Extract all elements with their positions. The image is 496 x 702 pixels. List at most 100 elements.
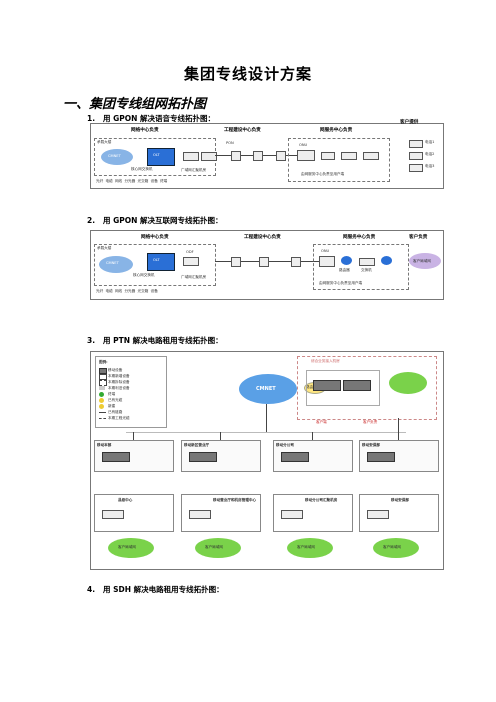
legend-splitter: 分光器	[124, 289, 136, 293]
top-device-2	[343, 380, 371, 391]
legend-swatch	[99, 418, 106, 419]
legend-swatch	[99, 374, 107, 380]
switch-device	[359, 258, 375, 266]
top-inner-box	[306, 370, 380, 406]
top-access-label: 综合业务接入机房	[311, 359, 340, 363]
site-device	[367, 452, 395, 462]
fiber-line	[215, 155, 315, 156]
top-access-box	[297, 356, 437, 420]
site-terminal	[102, 510, 124, 519]
header-customer: 客户负责	[409, 235, 428, 240]
router-icon	[341, 256, 352, 265]
legend-item: 本期新增设备	[108, 374, 130, 378]
site-column: 移动本部 县级中心 客户局域网	[94, 440, 174, 560]
service-box	[288, 138, 390, 182]
legend-swatch	[99, 368, 107, 374]
legend-crossbox: 光交箱	[137, 179, 149, 183]
router-label: 路由器	[339, 268, 350, 272]
top-customer-cloud	[389, 372, 427, 394]
core-building-label: 承载大楼	[97, 140, 112, 144]
gpon-internet-diagram: 网络中心负责 工程建设中心负责 网服务中心负责 客户负责 承载大楼 CMNET …	[90, 230, 444, 300]
legend-swatch	[99, 398, 104, 403]
legend-cable: 电缆	[105, 289, 113, 293]
service-note: 由网服务中心负责至用户端	[301, 172, 345, 176]
switch-label: 交换机	[361, 268, 372, 272]
site-cloud	[108, 538, 154, 558]
device-c	[363, 152, 379, 160]
site-name: 移动分公司	[276, 443, 294, 447]
site-cloud	[195, 538, 241, 558]
site-cloud-label: 客户局域网	[205, 545, 223, 549]
ont-device	[297, 150, 315, 161]
pon-label: PON	[226, 141, 234, 145]
legend-swatch	[99, 392, 104, 397]
legend-cable: 电缆	[105, 179, 113, 183]
core-building-label: 承载大楼	[97, 246, 112, 250]
page-title: 集团专线设计方案	[183, 65, 312, 83]
odf-box-1	[183, 152, 199, 161]
legend-network: 网线	[114, 179, 123, 183]
top-label-client: 客户端	[316, 420, 327, 424]
gpon-voice-diagram: 网络中心负责 工程建设中心负责 网服务中心负责 客户提供 承载大楼 CMNET …	[90, 120, 444, 189]
site-cloud	[287, 538, 333, 558]
cmnet-cloud	[239, 374, 297, 404]
fiber-line	[215, 261, 327, 262]
legend-terminal: 终端	[160, 179, 168, 183]
odf-box-2	[201, 152, 217, 161]
legend-item: 已有光缆	[108, 398, 123, 402]
legend-swatch	[99, 412, 106, 413]
olt-device	[147, 148, 175, 166]
link-line	[312, 432, 313, 440]
site-device	[102, 452, 130, 462]
device-b	[341, 152, 357, 160]
site-column: 移动新区营业厅 移动营业厅和机房管理中心 客户局域网	[181, 440, 261, 560]
site-center: 移动营业厅和机房管理中心	[213, 498, 257, 502]
legend-network: 网线	[114, 289, 123, 293]
item-text: 用 GPON 解决互联网专线拓扑图：	[103, 216, 223, 225]
odf-box-1	[183, 257, 199, 266]
header-service: 网服务中心负责	[343, 235, 376, 240]
legend-box: 图例: 移动设备 本期新增设备 本期拆除设备 本期利旧设备 终端 已有光缆 新建…	[95, 356, 167, 428]
site-column: 移动分公司 移动分公司汇聚机房 客户局域网	[273, 440, 353, 560]
legend-device: 设备	[150, 179, 158, 183]
olt-device	[147, 253, 175, 271]
phone-1-label: 电话1	[425, 140, 435, 144]
access-room-label: 广域网汇聚机房	[181, 168, 207, 172]
item-text: 用 SDH 解决电路租用专线拓扑图：	[103, 585, 224, 594]
core-switch-label: 核心网交换机	[133, 273, 155, 277]
legend-1: 光纤 电缆 网线 分光器 光交箱 设备 终端	[96, 179, 167, 184]
item-text: 用 PTN 解决电路租用专线拓扑图：	[103, 336, 223, 345]
core-switch-label: 核心网交换机	[131, 167, 153, 171]
header-engineering: 工程建设中心负责	[244, 235, 281, 240]
site-cloud-label: 客户局域网	[297, 545, 315, 549]
cmnet-cloud	[99, 256, 133, 273]
device-a	[321, 152, 335, 160]
lan-label: 客户局域网	[413, 259, 431, 263]
legend-item: 本期拆除设备	[108, 380, 130, 384]
legend-crossbox: 光交箱	[137, 289, 149, 293]
header-service: 网服务中心负责	[320, 128, 353, 133]
odf-label: ODF	[186, 250, 194, 254]
core-building-box	[94, 244, 216, 286]
header-network-center: 网络中心负责	[131, 128, 159, 133]
site-cloud-label: 客户局域网	[383, 545, 401, 549]
top-label-responsibility: 客户负责	[363, 420, 378, 424]
phone-2-label: 电话2	[425, 152, 435, 156]
item-text: 用 GPON 解决语音专线拓扑图：	[103, 114, 216, 123]
phone-3-label: 电话3	[425, 164, 435, 168]
ont-device	[319, 256, 335, 267]
item-number: 3.	[87, 336, 96, 345]
phone-2	[409, 152, 423, 160]
legend-fiber: 光纤	[96, 289, 104, 293]
legend-swatch	[99, 380, 107, 386]
router-label: 路由器	[306, 385, 317, 389]
legend-fiber: 光纤	[96, 179, 104, 183]
legend-item: 本期工程光缆	[108, 416, 130, 420]
splitter-1	[231, 257, 241, 267]
item-3-heading: 3. 用 PTN 解决电路租用专线拓扑图：	[87, 335, 223, 346]
site-terminal	[189, 510, 211, 519]
splitter-2	[253, 151, 263, 161]
cross-box	[291, 257, 301, 267]
header-customer: 客户提供	[400, 120, 419, 125]
legend-device: 设备	[150, 289, 158, 293]
